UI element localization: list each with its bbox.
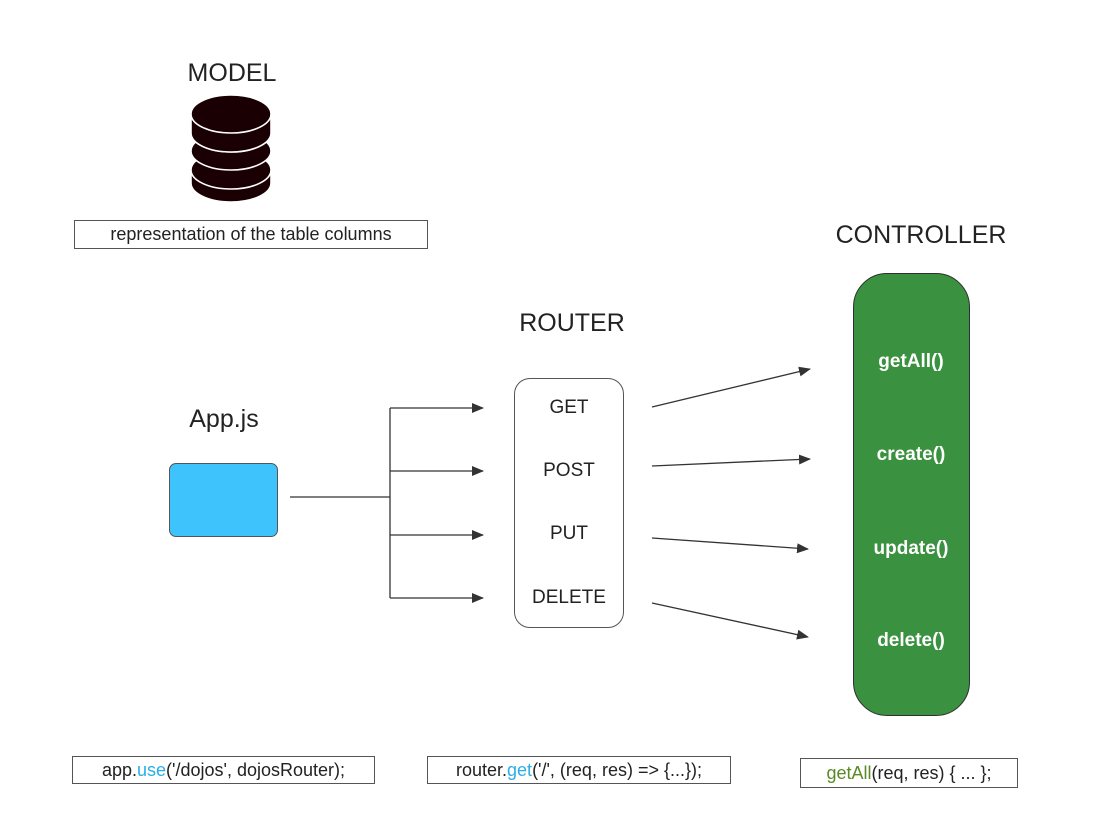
- router-method-put: PUT: [550, 523, 588, 544]
- router-title: ROUTER: [519, 309, 625, 337]
- model-caption: representation of the table columns: [74, 220, 428, 249]
- arrow-put-to-update: [651, 537, 809, 554]
- controller-code-fn: getAll: [826, 762, 872, 783]
- app-code-args: ('/dojos', dojosRouter);: [166, 759, 346, 780]
- arrow-post-to-create: [651, 454, 811, 467]
- model-title: MODEL: [187, 59, 277, 87]
- app-code-obj: app.: [101, 759, 138, 780]
- router-method-get: GET: [549, 397, 589, 418]
- controller-code-args: (req, res) { ... };: [871, 762, 992, 783]
- controller-title: CONTROLLER: [835, 221, 1007, 249]
- database-icon: [190, 94, 272, 203]
- router-method-delete: DELETE: [532, 587, 606, 608]
- router-code-method: get: [507, 759, 533, 780]
- app-title: App.js: [189, 405, 259, 433]
- controller-fn-delete: delete(): [877, 630, 945, 651]
- app-code-snippet: app.use('/dojos', dojosRouter);: [72, 756, 375, 784]
- router-code-obj: router.: [456, 759, 508, 780]
- controller-fn-update: update(): [873, 538, 949, 559]
- controller-fn-getall: getAll(): [878, 351, 944, 372]
- router-code-snippet: router.get('/', (req, res) => {...});: [427, 756, 731, 784]
- app-code-method: use: [137, 759, 167, 780]
- controller-box: [853, 273, 970, 716]
- arrow-delete-to-delete: [651, 602, 809, 640]
- controller-code-snippet: getAll(req, res) { ... };: [800, 758, 1018, 788]
- router-box: [514, 378, 624, 628]
- router-code-args: ('/', (req, res) => {...});: [532, 759, 702, 780]
- app-box: [169, 463, 278, 537]
- arrow-get-to-getall: [651, 366, 811, 408]
- router-method-post: POST: [543, 460, 595, 481]
- controller-fn-create: create(): [876, 444, 946, 465]
